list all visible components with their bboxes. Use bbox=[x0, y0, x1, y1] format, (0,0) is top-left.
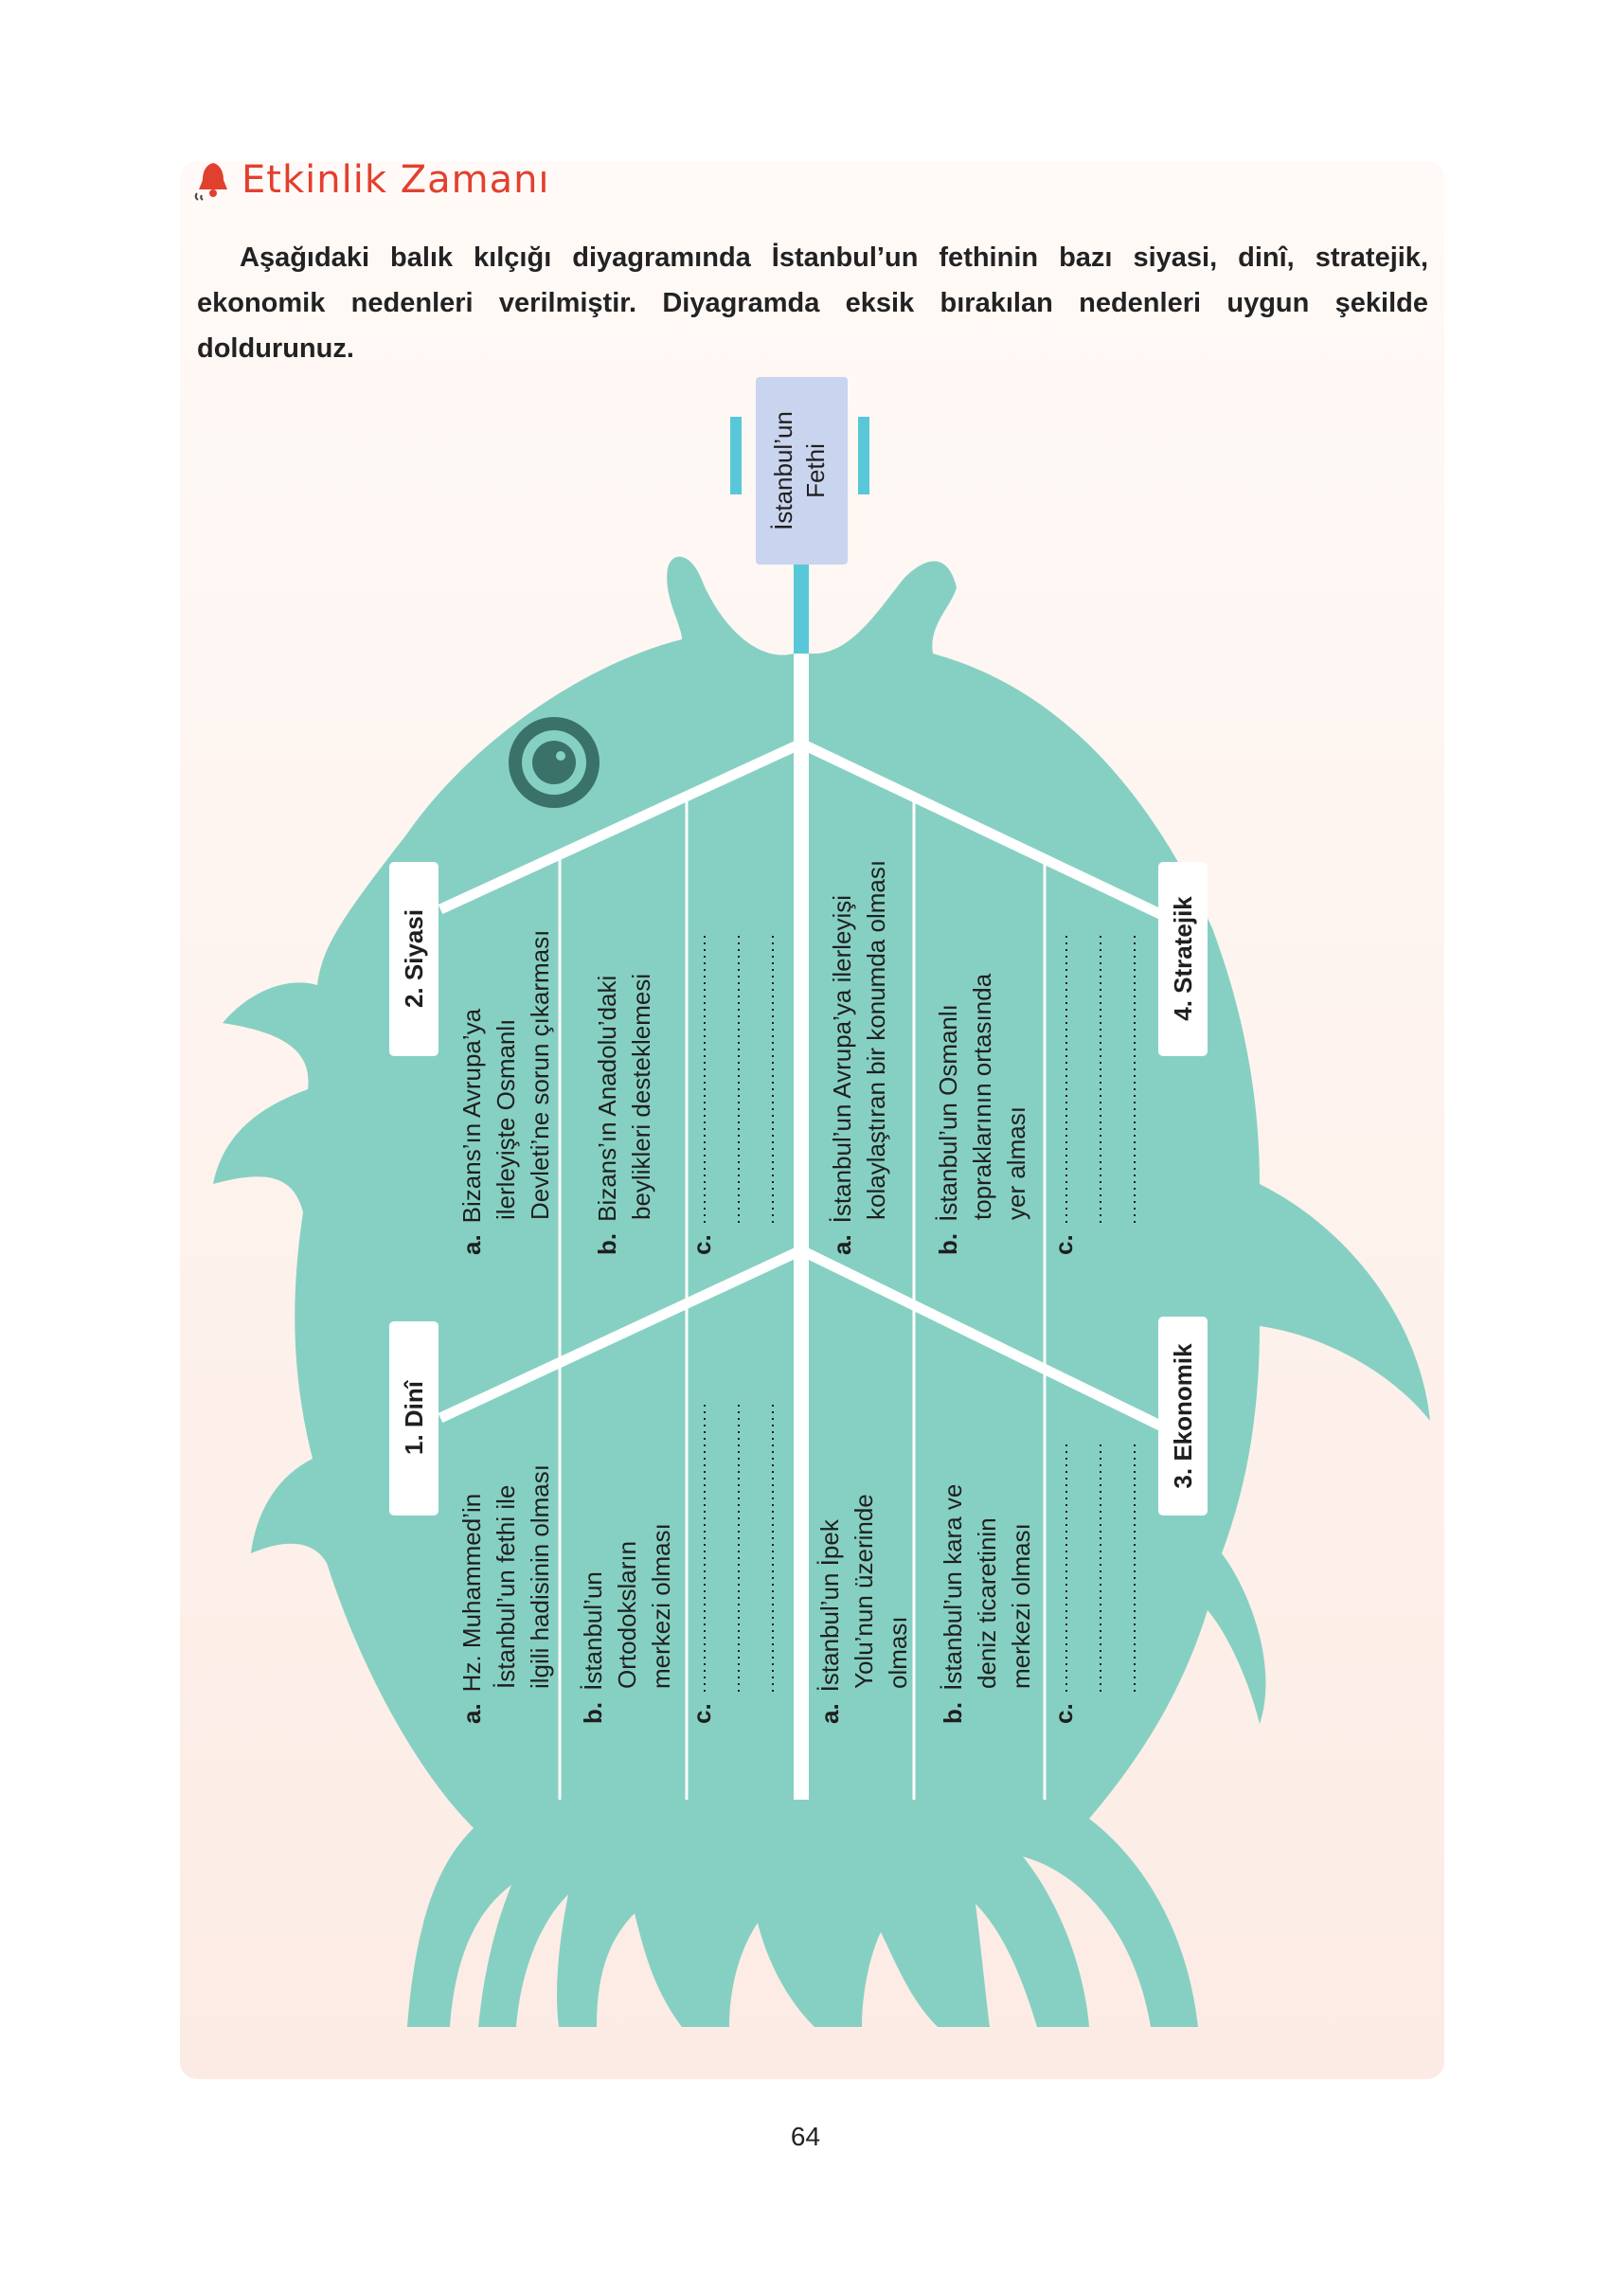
fishbone-lines bbox=[438, 654, 1163, 1800]
svg-text:İstanbul’un fethi ile: İstanbul’un fethi ile bbox=[492, 1485, 520, 1689]
svg-text:topraklarının ortasında: topraklarının ortasında bbox=[968, 973, 996, 1220]
siyasi-item-a: a.Bizans’ın Avrupa’ya ilerleyişte Osmanl… bbox=[457, 930, 554, 1255]
head-label: İstanbul’un Fethi bbox=[769, 411, 830, 530]
bell-icon bbox=[194, 163, 227, 201]
svg-text:Yolu’nun üzerinde: Yolu’nun üzerinde bbox=[850, 1494, 878, 1689]
page-number: 64 bbox=[790, 2122, 821, 2151]
svg-text:a.Bizans’ın Avrupa’ya: a.Bizans’ın Avrupa’ya bbox=[457, 1008, 486, 1255]
svg-text:olması: olması bbox=[884, 1616, 912, 1689]
activity-header: Etkinlik Zamanı bbox=[194, 156, 550, 204]
category-ekonomik-label: 3. Ekonomik bbox=[1169, 1343, 1197, 1489]
category-stratejik-label: 4. Stratejik bbox=[1169, 896, 1197, 1021]
head-box bbox=[756, 377, 848, 565]
instruction-text: Aşağıdaki balık kılçığı diyagramında İst… bbox=[197, 242, 1428, 364]
svg-text:c.: c. bbox=[1049, 1234, 1078, 1255]
ekonomik-item-a: a.İstanbul’un İpek Yolu’nun üzerinde olm… bbox=[815, 1494, 912, 1724]
fish-eye bbox=[509, 717, 600, 808]
head-connector bbox=[794, 564, 809, 654]
dini-item-a: a.Hz. Muhammed’in İstanbul’un fethi ile … bbox=[457, 1464, 554, 1724]
svg-text:Devleti’ne sorun çıkarması: Devleti’ne sorun çıkarması bbox=[526, 930, 554, 1220]
svg-text:Ortodoksların: Ortodoksların bbox=[613, 1541, 641, 1689]
siyasi-item-b: b.Bizans’ın Anadolu’daki beylikleri dest… bbox=[593, 974, 655, 1255]
head-bracket-right bbox=[858, 417, 869, 494]
category-siyasi: 2. Siyasi bbox=[389, 862, 439, 1056]
svg-text:b.Bizans’ın Anadolu’daki: b.Bizans’ın Anadolu’daki bbox=[593, 976, 621, 1255]
fish-body bbox=[213, 556, 1430, 2027]
category-stratejik: 4. Stratejik bbox=[1158, 862, 1208, 1056]
activity-title: Etkinlik Zamanı bbox=[242, 158, 550, 202]
ekonomik-item-b: b.İstanbul’un kara ve deniz ticaretinin … bbox=[939, 1484, 1035, 1724]
category-siyasi-label: 2. Siyasi bbox=[400, 909, 428, 1008]
stratejik-item-a: a.İstanbul’un Avrupa’ya ilerleyişi kolay… bbox=[828, 860, 890, 1255]
dini-item-c: c. bbox=[688, 1402, 774, 1724]
head-bracket-left bbox=[730, 417, 742, 494]
svg-text:b.İstanbul’un: b.İstanbul’un bbox=[579, 1571, 607, 1724]
svg-text:ilerleyişte Osmanlı: ilerleyişte Osmanlı bbox=[492, 1019, 520, 1220]
svg-text:beylikleri desteklemesi: beylikleri desteklemesi bbox=[627, 974, 655, 1220]
svg-text:a.İstanbul’un Avrupa’ya ilerle: a.İstanbul’un Avrupa’ya ilerleyişi bbox=[828, 895, 856, 1255]
stratejik-item-c: c. bbox=[1049, 933, 1136, 1255]
svg-text:kolaylaştıran bir konumda olma: kolaylaştıran bir konumda olması bbox=[862, 860, 890, 1220]
dini-item-b: b.İstanbul’un Ortodoksların merkezi olma… bbox=[579, 1523, 675, 1724]
svg-text:c.: c. bbox=[1049, 1703, 1078, 1724]
fish-silhouette bbox=[213, 556, 1430, 2027]
bone-siyasi bbox=[438, 739, 804, 914]
svg-text:yer alması: yer alması bbox=[1002, 1106, 1030, 1220]
svg-text:a.İstanbul’un İpek: a.İstanbul’un İpek bbox=[815, 1518, 844, 1724]
head-label-line2: Fethi bbox=[801, 443, 830, 498]
svg-text:c.: c. bbox=[688, 1234, 716, 1255]
bone-ekonomik bbox=[798, 1246, 1163, 1430]
svg-text:deniz ticaretinin: deniz ticaretinin bbox=[973, 1517, 1001, 1689]
category-ekonomik: 3. Ekonomik bbox=[1158, 1317, 1208, 1516]
svg-text:b.İstanbul’un kara ve: b.İstanbul’un kara ve bbox=[939, 1484, 967, 1724]
svg-text:merkezi olması: merkezi olması bbox=[647, 1523, 675, 1689]
svg-text:a.Hz. Muhammed’in: a.Hz. Muhammed’in bbox=[457, 1494, 486, 1724]
svg-text:ilgili hadisinin olması: ilgili hadisinin olması bbox=[526, 1464, 554, 1689]
head-label-line1: İstanbul’un bbox=[769, 411, 797, 530]
stratejik-item-b: b.İstanbul’un Osmanlı topraklarının orta… bbox=[934, 973, 1030, 1255]
category-dini-label: 1. Dinî bbox=[400, 1379, 428, 1455]
svg-text:merkezi olması: merkezi olması bbox=[1007, 1523, 1035, 1689]
category-dini: 1. Dinî bbox=[389, 1321, 439, 1516]
siyasi-item-c: c. bbox=[688, 933, 774, 1255]
bone-dini bbox=[438, 1246, 804, 1423]
svg-text:b.İstanbul’un Osmanlı: b.İstanbul’un Osmanlı bbox=[934, 1004, 962, 1255]
bone-stratejik bbox=[798, 739, 1163, 919]
svg-text:c.: c. bbox=[688, 1703, 716, 1724]
ekonomik-item-c: c. bbox=[1049, 1440, 1136, 1724]
